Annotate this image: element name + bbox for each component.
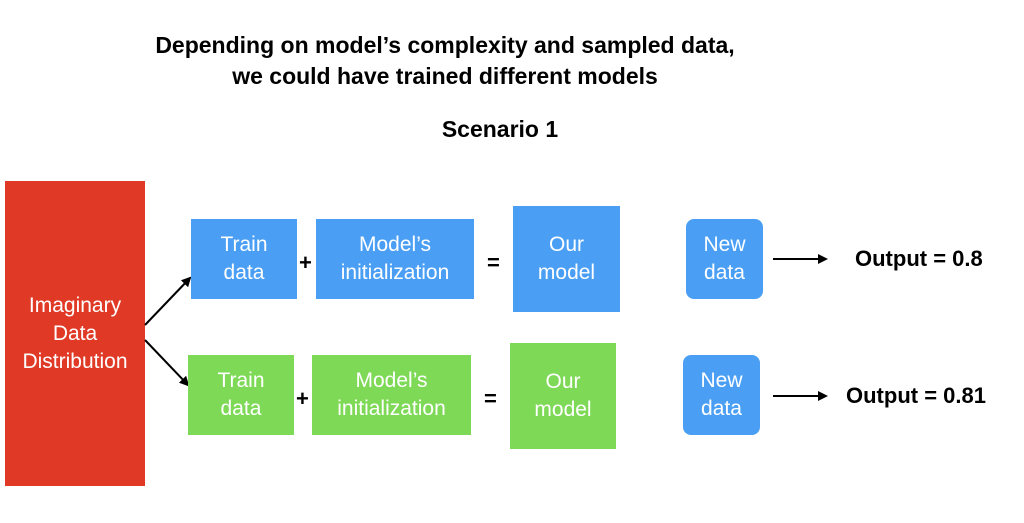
row-2-new-data-box: New data xyxy=(683,355,760,435)
arrow-to-row-1 xyxy=(144,276,192,326)
source-line-3: Distribution xyxy=(22,349,128,373)
row-1-init-line-2: initialization xyxy=(340,261,450,284)
row-1-output: Output = 0.8 xyxy=(855,246,983,271)
row-2-train-line-1: Train xyxy=(217,369,265,392)
row-1-new-line-2: data xyxy=(704,261,745,284)
row-2-new-line-1: New xyxy=(700,369,743,392)
title-line-1: Depending on model’s complexity and samp… xyxy=(155,32,735,58)
row-2-init-line-1: Model’s xyxy=(355,369,428,392)
row-1-our-model-box: Our model xyxy=(513,206,620,312)
row-1-init-line-1: Model’s xyxy=(359,233,431,256)
row-2-initialization-box: Model’s initialization xyxy=(312,355,471,435)
diagram-title: Depending on model’s complexity and samp… xyxy=(0,30,890,92)
source-line-2: Data xyxy=(52,321,98,345)
row-2-output: Output = 0.81 xyxy=(846,383,986,408)
imaginary-data-distribution-box: Imaginary Data Distribution xyxy=(5,181,145,486)
row-1-train-line-2: data xyxy=(223,261,265,284)
row-1-plus: + xyxy=(299,250,312,275)
row-1-equals: = xyxy=(487,250,500,275)
row-2-model-line-2: model xyxy=(534,398,592,421)
scenario-label: Scenario 1 xyxy=(441,116,559,142)
source-line-1: Imaginary xyxy=(28,293,122,317)
row-2-train-data-box: Train data xyxy=(188,355,294,435)
row-1-initialization-box: Model’s initialization xyxy=(316,219,474,299)
row-1-train-data-box: Train data xyxy=(191,219,297,299)
arrow-to-row-2 xyxy=(144,339,190,387)
row-2-train-line-2: data xyxy=(220,397,262,420)
row-1-model-line-2: model xyxy=(537,261,596,284)
row-2-new-line-2: data xyxy=(701,397,742,420)
row-1-new-line-1: New xyxy=(703,233,746,256)
row-1-model-line-1: Our xyxy=(548,233,584,256)
row-2-model-line-1: Our xyxy=(545,370,581,393)
row-2-plus: + xyxy=(296,386,309,411)
title-line-2: we could have trained different models xyxy=(232,63,658,89)
row-2-equals: = xyxy=(484,386,497,411)
row-1-train-line-1: Train xyxy=(220,233,268,256)
row-2-our-model-box: Our model xyxy=(510,343,616,449)
row-2-init-line-2: initialization xyxy=(337,397,446,420)
row-1-new-data-box: New data xyxy=(686,219,763,299)
